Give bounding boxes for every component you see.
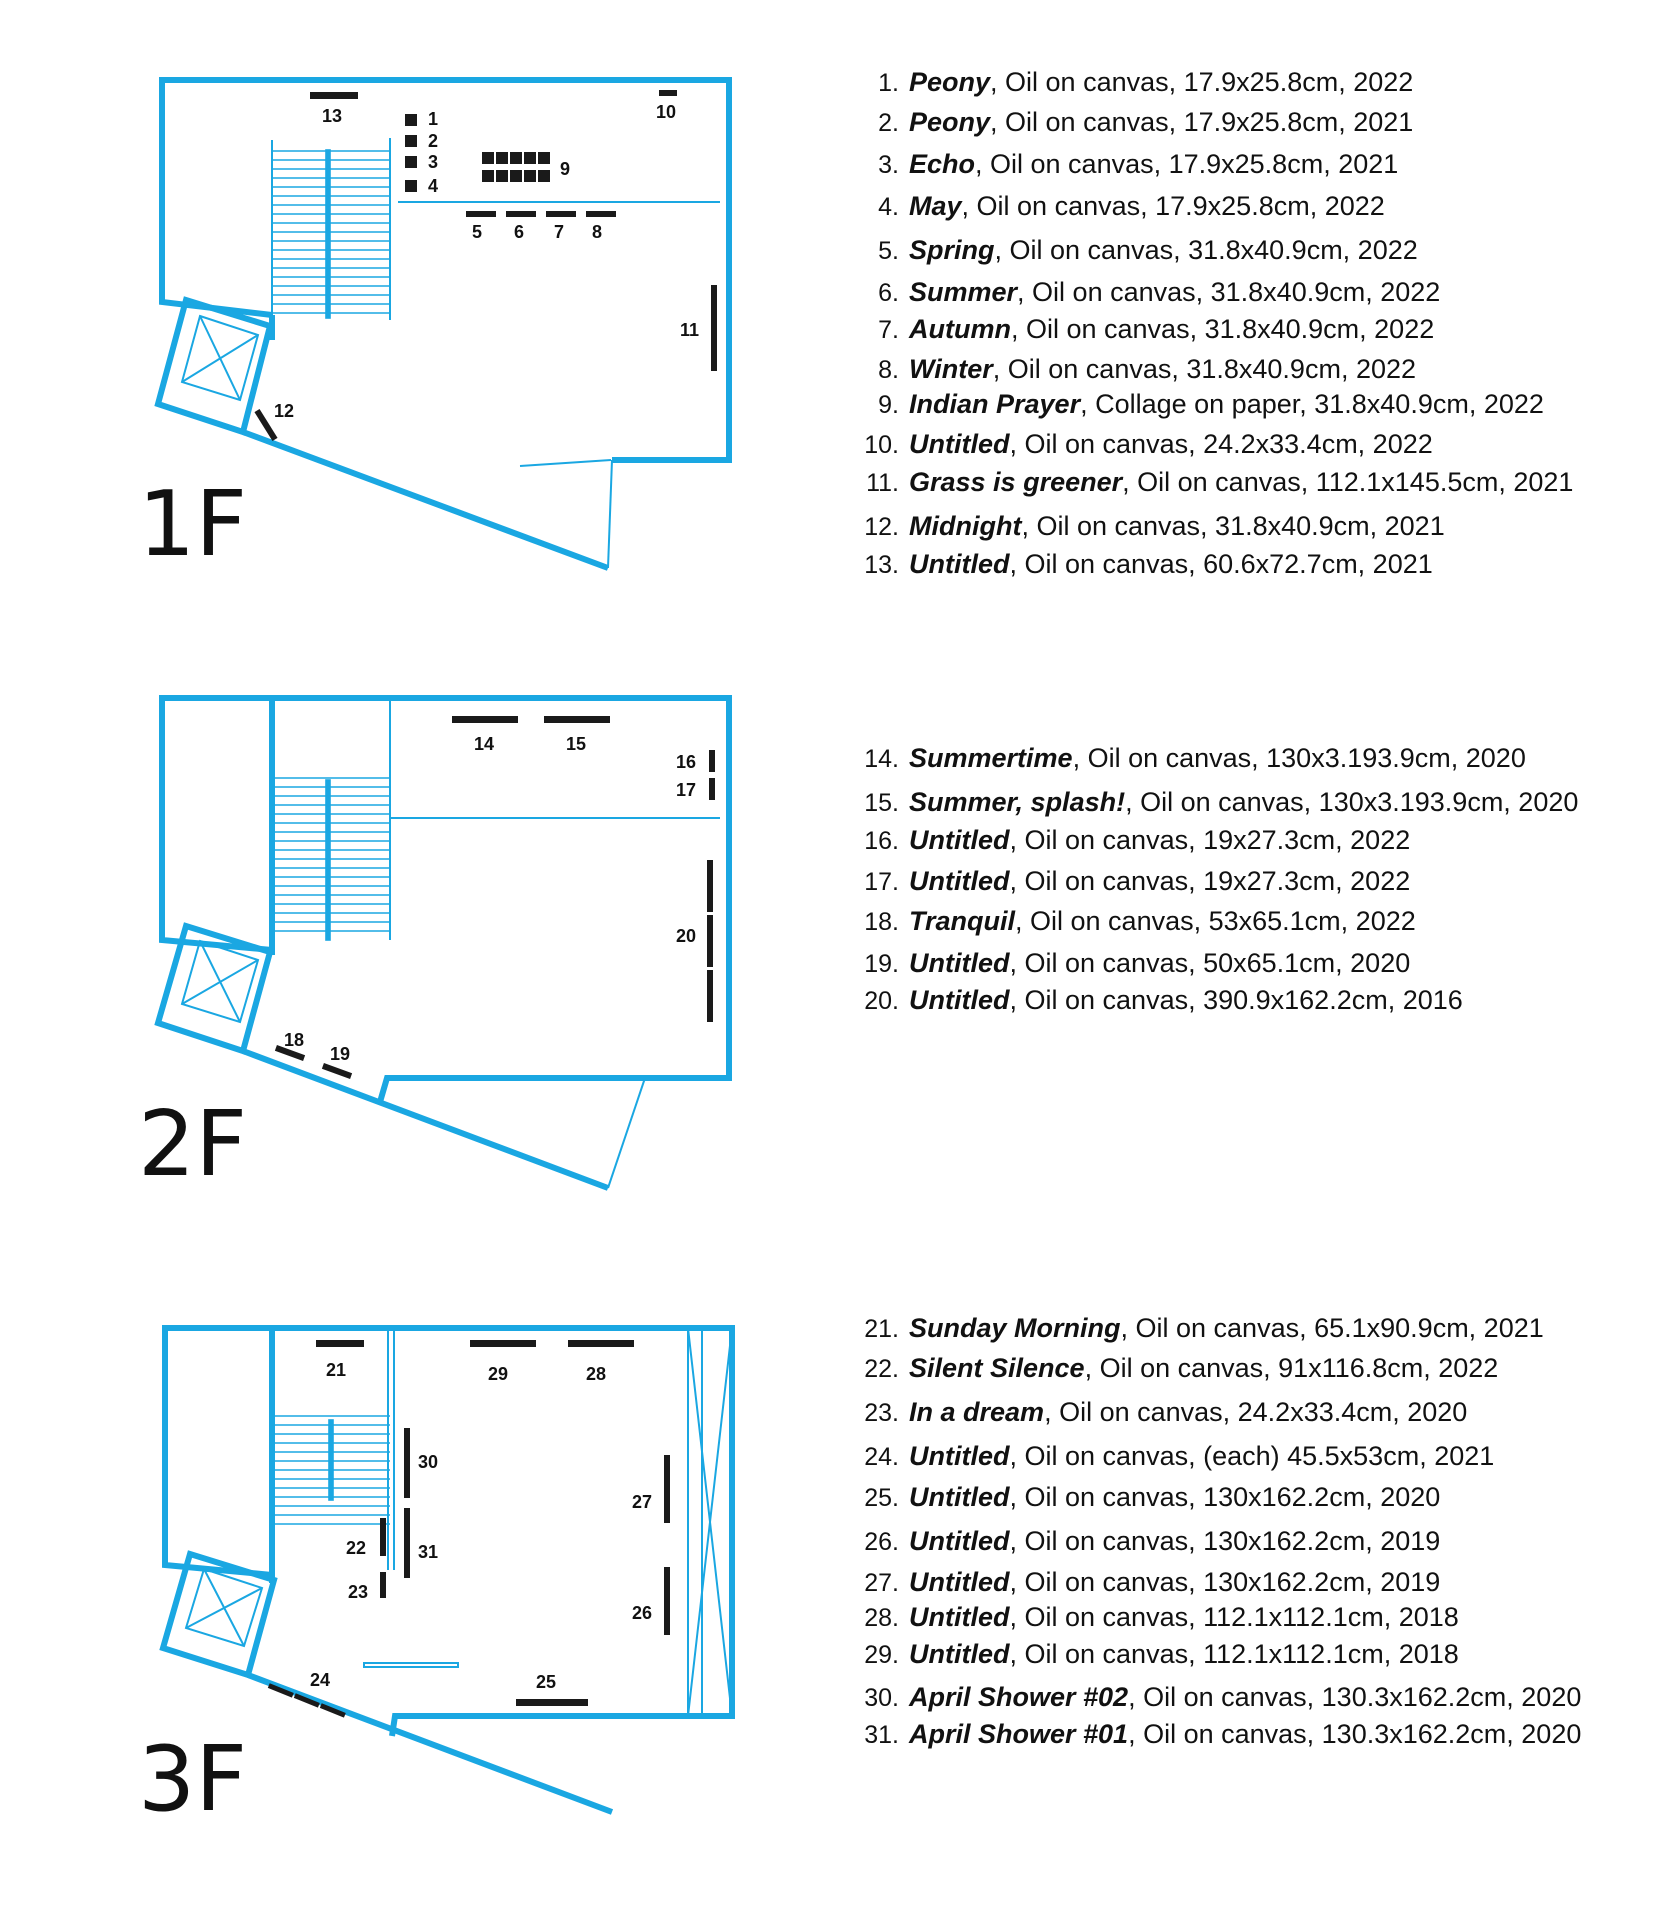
marker-6: 6 <box>514 222 524 242</box>
list-item: 29.Untitled, Oil on canvas, 112.1x112.1c… <box>864 1639 1459 1669</box>
elevator <box>154 922 274 1055</box>
list-item: 3.Echo, Oil on canvas, 17.9x25.8cm, 2021 <box>878 149 1399 179</box>
marker-15: 15 <box>566 734 586 754</box>
list-item: 16.Untitled, Oil on canvas, 19x27.3cm, 2… <box>864 825 1411 855</box>
artwork-markers <box>254 90 717 442</box>
marker-31: 31 <box>418 1542 438 1562</box>
list-item: 4.May, Oil on canvas, 17.9x25.8cm, 2022 <box>878 191 1385 221</box>
marker-labels: 21 29 28 30 31 22 23 27 26 25 24 <box>310 1360 652 1692</box>
marker-10: 10 <box>656 102 676 122</box>
list-item: 15.Summer, splash!, Oil on canvas, 130x3… <box>864 787 1579 817</box>
list-item: 19.Untitled, Oil on canvas, 50x65.1cm, 2… <box>864 948 1411 978</box>
marker-30: 30 <box>418 1452 438 1472</box>
marker-28: 28 <box>586 1364 606 1384</box>
list-item: 31.April Shower #01, Oil on canvas, 130.… <box>864 1719 1582 1749</box>
marker-7: 7 <box>554 222 564 242</box>
list-item: 10.Untitled, Oil on canvas, 24.2x33.4cm,… <box>864 429 1433 459</box>
artwork-markers <box>274 716 715 1079</box>
marker-8: 8 <box>592 222 602 242</box>
marker-2: 2 <box>428 131 438 151</box>
elevator <box>159 1550 278 1679</box>
floor-label-1f: 1F <box>138 472 248 577</box>
marker-24: 24 <box>310 1670 330 1690</box>
floor-plan-3f-drawing: 21 29 28 30 31 22 23 27 26 25 24 <box>159 1325 735 1815</box>
marker-12: 12 <box>274 401 294 421</box>
floor-plan-2f-drawing: 14 15 16 17 20 18 19 <box>154 695 732 1191</box>
marker-labels: 14 15 16 17 20 18 19 <box>284 734 696 1064</box>
staircase <box>272 149 390 319</box>
marker-27: 27 <box>632 1492 652 1512</box>
floor-plan-2f: 14 15 16 17 20 18 19 2F <box>0 650 760 1250</box>
marker-9: 9 <box>560 159 570 179</box>
list-item: 14.Summertime, Oil on canvas, 130x3.193.… <box>864 743 1526 773</box>
marker-14: 14 <box>474 734 494 754</box>
marker-16: 16 <box>676 752 696 772</box>
list-item: 24.Untitled, Oil on canvas, (each) 45.5x… <box>864 1441 1495 1471</box>
list-item: 17.Untitled, Oil on canvas, 19x27.3cm, 2… <box>864 866 1411 896</box>
list-item: 5.Spring, Oil on canvas, 31.8x40.9cm, 20… <box>878 235 1418 265</box>
list-item: 9.Indian Prayer, Collage on paper, 31.8x… <box>878 389 1544 419</box>
marker-labels: 13 10 1 2 3 4 9 5 6 7 8 11 12 <box>274 102 699 421</box>
marker-23: 23 <box>348 1582 368 1602</box>
floor-label-2f: 2F <box>138 1092 248 1197</box>
marker-25: 25 <box>536 1672 556 1692</box>
marker-21: 21 <box>326 1360 346 1380</box>
marker-20: 20 <box>676 926 696 946</box>
list-item: 23.In a dream, Oil on canvas, 24.2x33.4c… <box>864 1397 1468 1427</box>
floor-label-3f: 3F <box>138 1727 248 1832</box>
marker-19: 19 <box>330 1044 350 1064</box>
marker-3: 3 <box>428 152 438 172</box>
list-item: 25.Untitled, Oil on canvas, 130x162.2cm,… <box>864 1482 1441 1512</box>
marker-4: 4 <box>428 176 438 196</box>
marker-18: 18 <box>284 1030 304 1050</box>
list-item: 18.Tranquil, Oil on canvas, 53x65.1cm, 2… <box>864 906 1416 936</box>
elevator <box>154 296 274 436</box>
marker-13: 13 <box>322 106 342 126</box>
list-item: 6.Summer, Oil on canvas, 31.8x40.9cm, 20… <box>878 277 1441 307</box>
staircase <box>272 777 390 941</box>
marker-11: 11 <box>680 320 699 340</box>
marker-17: 17 <box>676 780 696 800</box>
list-item: 1.Peony, Oil on canvas, 17.9x25.8cm, 202… <box>878 67 1414 97</box>
marker-26: 26 <box>632 1603 652 1623</box>
list-item: 7.Autumn, Oil on canvas, 31.8x40.9cm, 20… <box>878 314 1435 344</box>
list-item: 26.Untitled, Oil on canvas, 130x162.2cm,… <box>864 1526 1441 1556</box>
floor-plan-3f: 21 29 28 30 31 22 23 27 26 25 24 3F <box>0 1280 760 1880</box>
list-item: 21.Sunday Morning, Oil on canvas, 65.1x9… <box>864 1313 1544 1343</box>
list-item: 2.Peony, Oil on canvas, 17.9x25.8cm, 202… <box>878 107 1414 137</box>
list-item: 13.Untitled, Oil on canvas, 60.6x72.7cm,… <box>864 549 1433 579</box>
staircase <box>272 1415 390 1525</box>
list-item: 22.Silent Silence, Oil on canvas, 91x116… <box>864 1353 1499 1383</box>
list-item: 12.Midnight, Oil on canvas, 31.8x40.9cm,… <box>864 511 1445 541</box>
marker-22: 22 <box>346 1538 366 1558</box>
list-item: 11.Grass is greener, Oil on canvas, 112.… <box>866 467 1574 497</box>
artwork-markers <box>267 1340 670 1718</box>
marker-1: 1 <box>428 109 438 129</box>
marker-5: 5 <box>472 222 482 242</box>
list-item: 30.April Shower #02, Oil on canvas, 130.… <box>864 1682 1582 1712</box>
floor-plan-1f: 13 10 1 2 3 4 9 5 6 7 8 11 12 1F <box>0 30 760 630</box>
list-item: 28.Untitled, Oil on canvas, 112.1x112.1c… <box>864 1602 1459 1632</box>
floor-plan-1f-drawing: 13 10 1 2 3 4 9 5 6 7 8 11 12 <box>154 77 732 571</box>
list-item: 20.Untitled, Oil on canvas, 390.9x162.2c… <box>864 985 1463 1015</box>
marker-29: 29 <box>488 1364 508 1384</box>
list-item: 27.Untitled, Oil on canvas, 130x162.2cm,… <box>864 1567 1441 1597</box>
list-item: 8.Winter, Oil on canvas, 31.8x40.9cm, 20… <box>878 354 1417 384</box>
